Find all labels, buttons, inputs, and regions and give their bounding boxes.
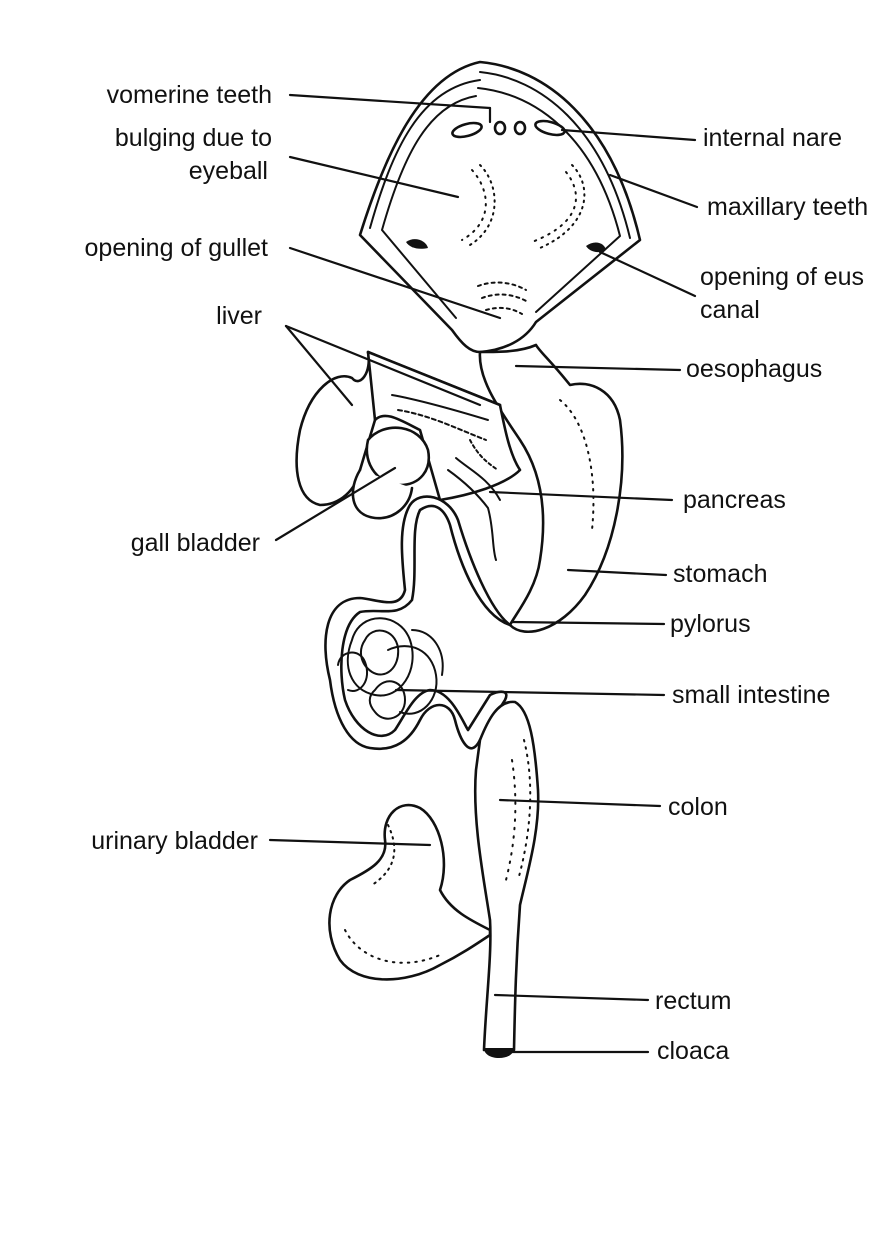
leader-urinary-bladder [268,838,432,847]
leader-bulging [288,155,460,199]
label-bulging-line2: eyeball [189,157,268,185]
leader-liver-a [284,324,354,407]
label-liver: liver [216,302,262,330]
eyeball-bulge [461,164,586,249]
label-eustachian-line1: opening of eus [700,263,864,291]
vomerine-teeth-mark [493,120,527,136]
leader-maxillary-teeth [608,173,699,209]
label-maxillary-teeth: maxillary teeth [707,193,868,221]
label-pylorus: pylorus [670,610,751,638]
small-intestine-shape [324,495,512,751]
leader-pylorus [510,620,666,626]
label-small-intestine: small intestine [672,681,830,709]
internal-nare-mark [451,119,566,139]
leader-colon [498,798,662,808]
label-eustachian-line2: canal [700,296,760,324]
cloaca-shape [484,1048,514,1058]
leader-small-intestine [394,688,666,697]
label-gall-bladder: gall bladder [131,529,260,557]
leader-lines [268,93,699,1054]
label-colon: colon [668,793,728,821]
label-bulging-line1: bulging due to [115,124,272,152]
labels-right: internal nare maxillary teeth opening of… [655,124,868,1065]
leader-liver-b [284,324,482,407]
label-urinary-bladder: urinary bladder [91,827,258,855]
leader-opening-gullet [288,246,502,320]
stomach-shape [478,343,624,633]
label-pancreas: pancreas [683,486,786,514]
leader-internal-nare [560,128,697,142]
anatomy-drawing [295,60,642,1058]
leader-oesophagus [514,364,682,372]
liver-shape [295,350,522,507]
label-rectum: rectum [655,987,731,1015]
label-opening-gullet: opening of gullet [85,234,269,262]
label-oesophagus: oesophagus [686,355,822,383]
gullet-opening-mark [477,281,529,315]
leader-pancreas [488,490,674,502]
urinary-bladder-shape [328,803,492,981]
labels-left: vomerine teeth bulging due to eyeball op… [85,81,272,855]
label-vomerine-teeth: vomerine teeth [107,81,272,109]
pancreas-shape [447,439,501,561]
leader-gall-bladder [274,466,397,542]
leader-vomerine-teeth [288,93,492,110]
eustachian-opening-mark [406,239,606,253]
gall-bladder-shape [351,426,431,520]
label-cloaca: cloaca [657,1037,729,1065]
colon-shape [473,700,540,1052]
label-internal-nare: internal nare [703,124,842,152]
label-stomach: stomach [673,560,767,588]
leader-eustachian [598,250,697,298]
leader-stomach [566,568,668,577]
leader-rectum [493,993,650,1002]
